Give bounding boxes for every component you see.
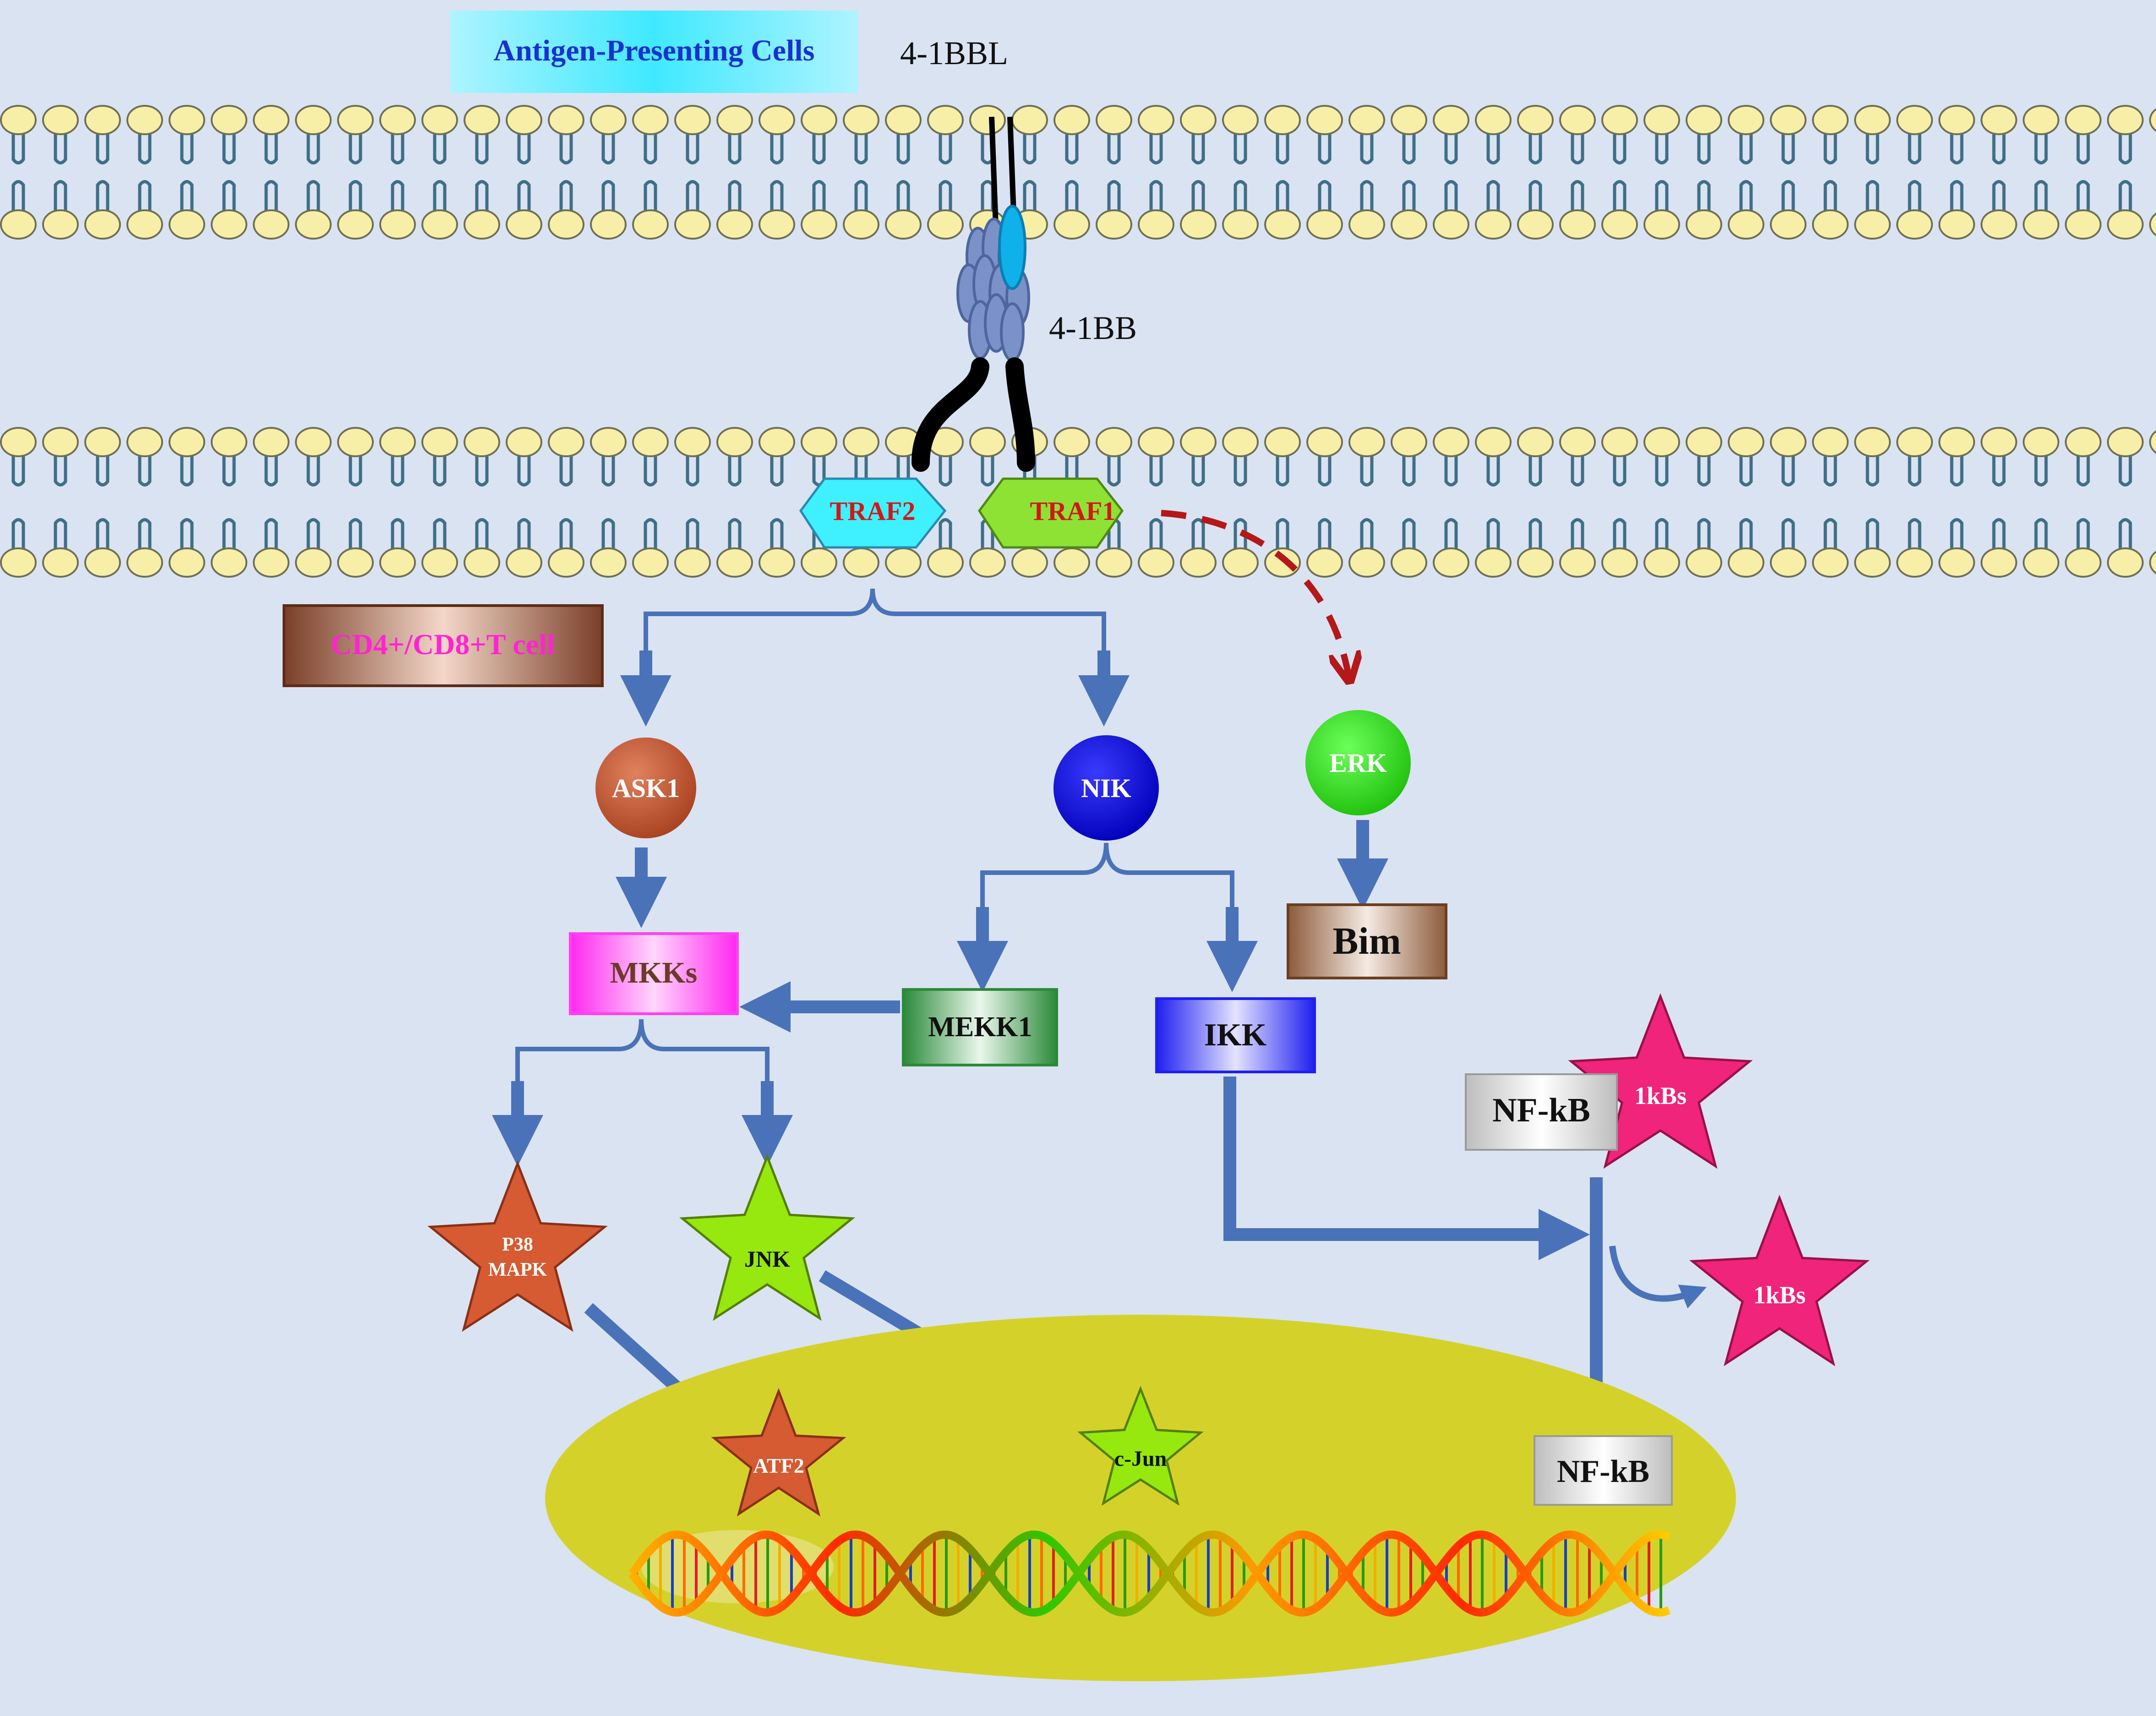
tcell-membrane	[0, 427, 2156, 578]
traf1-erk-dashed-arrow	[1161, 510, 1349, 678]
ligand-label: 4-1BBL	[900, 35, 1008, 71]
traf1-label: TRAF1	[1030, 496, 1116, 526]
nfkb-cytoplasm-label: NF-kB	[1492, 1092, 1590, 1129]
cjun-node	[1077, 1386, 1204, 1506]
ikk-node	[1155, 997, 1316, 1073]
p38-label-line2: MAPK	[488, 1259, 547, 1280]
erk-node	[1305, 710, 1411, 815]
p38-label-line1: P38	[502, 1234, 533, 1255]
mkks-label: MKKs	[610, 956, 698, 989]
traf2-node	[799, 477, 947, 549]
nfkb-cytoplasm-node	[1465, 1073, 1618, 1151]
tcell-label-box	[283, 604, 604, 687]
pathway-connectors	[515, 588, 1234, 1081]
jnk-label: JNK	[744, 1246, 790, 1272]
traf1-node	[977, 477, 1124, 549]
ikbs-bound-label: 1kBs	[1634, 1082, 1687, 1109]
receptor-label: 4-1BB	[1049, 310, 1137, 346]
ikk-label: IKK	[1204, 1017, 1266, 1053]
ikbs-free-label: 1kBs	[1753, 1281, 1806, 1309]
p38-mapk-node	[427, 1160, 608, 1332]
tcell-label: CD4+/CD8+T cell	[331, 628, 555, 661]
erk-label: ERK	[1329, 748, 1387, 778]
dna-helix	[628, 1530, 1671, 1617]
nik-node	[1053, 735, 1159, 841]
ikbs-bound-node	[1568, 993, 1753, 1169]
ikbs-free-node	[1689, 1194, 1870, 1366]
apc-membrane	[0, 105, 2156, 240]
atf2-label: ATF2	[753, 1454, 804, 1477]
nfkb-nucleus-node	[1534, 1435, 1673, 1506]
receptor-complex	[912, 116, 1035, 472]
apc-label: Antigen-Presenting Cells	[494, 34, 815, 67]
ikbs-release-arrow	[1609, 1246, 1707, 1309]
jnk-node	[679, 1153, 856, 1321]
nik-label: NIK	[1081, 773, 1131, 803]
mekk1-label: MEKK1	[928, 1011, 1032, 1043]
traf2-label: TRAF2	[830, 496, 916, 526]
ask1-node	[595, 738, 696, 838]
apc-label-box	[450, 11, 858, 93]
bim-label: Bim	[1332, 920, 1401, 962]
mekk1-node	[902, 988, 1058, 1066]
nfkb-nucleus-label: NF-kB	[1557, 1454, 1649, 1489]
nucleus	[545, 1315, 1736, 1681]
bim-node	[1287, 903, 1447, 979]
atf2-node	[711, 1388, 846, 1517]
cjun-label: c-Jun	[1114, 1447, 1167, 1471]
mkks-node	[569, 932, 739, 1015]
ask1-label: ASK1	[612, 773, 680, 803]
